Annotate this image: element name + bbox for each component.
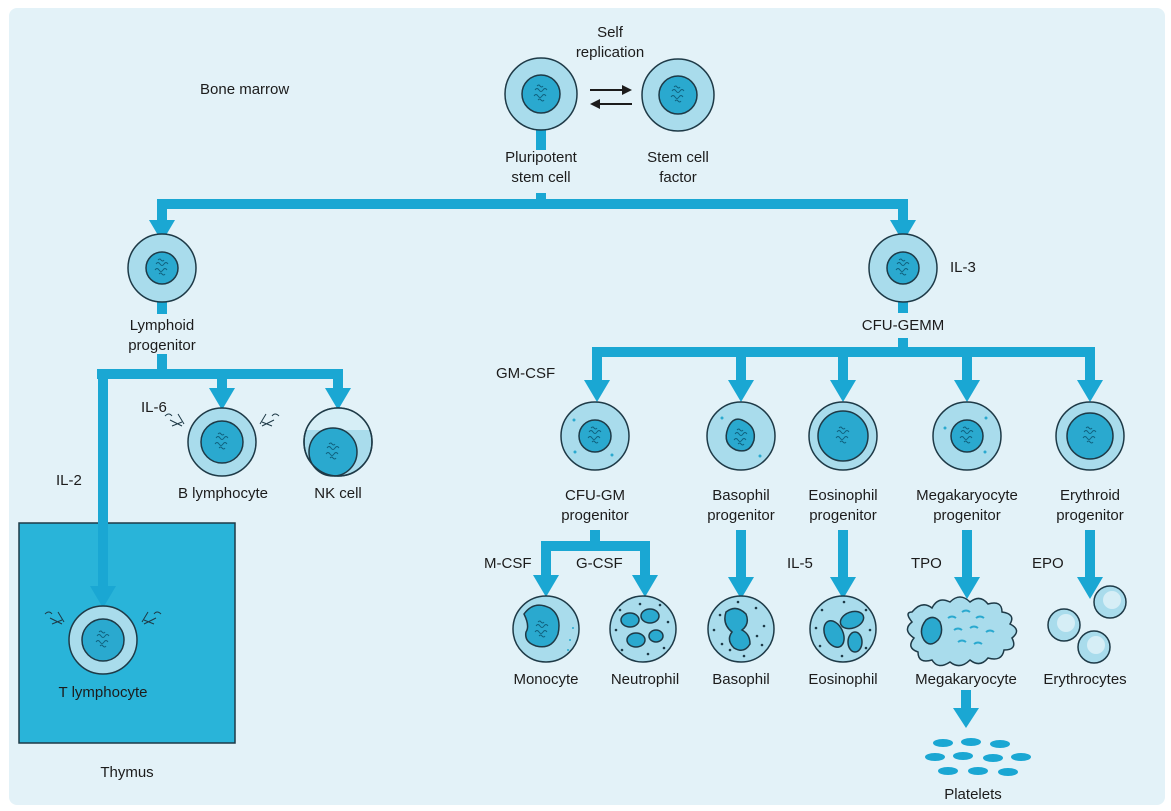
megakaryocyte-progenitor-cell [932, 401, 1002, 471]
cfu-gemm-label: CFU-GEMM [862, 317, 945, 334]
labels: Self replication Pluripotent stem cell S… [56, 24, 1127, 803]
stem-cell-factor-cell [641, 58, 715, 132]
megakaryocyte-label: Megakaryocyte [915, 671, 1017, 688]
pluripotent-label-1: Pluripotent [505, 149, 578, 166]
eosinophil-progenitor-cell [808, 401, 878, 471]
platelets-group [925, 738, 1031, 776]
cfu-gemm-cell [868, 233, 938, 303]
lymphoid-progenitor-cell [127, 233, 197, 303]
eosinophil-cell [809, 595, 877, 663]
self-replication-label-1: Self [597, 24, 624, 41]
cells [44, 57, 1127, 675]
erythrocytes-label: Erythrocytes [1043, 671, 1126, 688]
eosinophil-label: Eosinophil [808, 671, 877, 688]
bone-marrow-label: Bone marrow [200, 81, 289, 98]
erythroid-prog-label-1: Erythroid [1060, 487, 1120, 504]
self-replication-label-2: replication [576, 44, 644, 61]
monocyte-label: Monocyte [513, 671, 578, 688]
epo-label: EPO [1032, 555, 1064, 572]
erythroid-prog-label-2: progenitor [1056, 507, 1124, 524]
eosinophil-prog-label-1: Eosinophil [808, 487, 877, 504]
basophil-prog-label-2: progenitor [707, 507, 775, 524]
platelets-label: Platelets [944, 786, 1002, 803]
nk-cell [303, 407, 373, 477]
m-csf-label: M-CSF [484, 555, 532, 572]
megakaryocyte-prog-label-2: progenitor [933, 507, 1001, 524]
tpo-label: TPO [911, 555, 942, 572]
lymphoid-label-1: Lymphoid [130, 317, 194, 334]
basophil-label: Basophil [712, 671, 770, 688]
stem-factor-label-1: Stem cell [647, 149, 709, 166]
megakaryocyte-prog-label-1: Megakaryocyte [916, 487, 1018, 504]
erythroid-progenitor-cell [1055, 401, 1125, 471]
basophil-prog-label-1: Basophil [712, 487, 770, 504]
nk-cell-label: NK cell [314, 485, 362, 502]
il3-label: IL-3 [950, 259, 976, 276]
stem-factor-label-2: factor [659, 169, 697, 186]
cfu-gm-label-1: CFU-GM [565, 487, 625, 504]
thymus-label: Thymus [100, 764, 153, 781]
t-lymphocyte-cell [44, 605, 162, 675]
basophil-cell [707, 595, 775, 663]
eosinophil-prog-label-2: progenitor [809, 507, 877, 524]
megakaryocyte-cell [906, 596, 1018, 667]
cfu-gm-label-2: progenitor [561, 507, 629, 524]
gm-csf-label: GM-CSF [496, 365, 555, 382]
flow-lines [90, 128, 1103, 728]
basophil-progenitor-cell [706, 401, 776, 471]
il5-label: IL-5 [787, 555, 813, 572]
il2-label: IL-2 [56, 472, 82, 489]
pluripotent-label-2: stem cell [511, 169, 570, 186]
il6-label: IL-6 [141, 399, 167, 416]
neutrophil-label: Neutrophil [611, 671, 679, 688]
b-lymphocyte-label: B lymphocyte [178, 485, 268, 502]
erythrocytes-cells [1047, 585, 1127, 664]
b-lymphocyte-cell [164, 407, 280, 477]
pluripotent-stem-cell [504, 57, 578, 131]
t-lymphocyte-label: T lymphocyte [59, 684, 148, 701]
self-replication-arrows [590, 85, 632, 109]
lymphoid-label-2: progenitor [128, 337, 196, 354]
monocyte-cell [512, 595, 580, 663]
cfu-gm-progenitor-cell [560, 401, 630, 471]
g-csf-label: G-CSF [576, 555, 623, 572]
neutrophil-cell [609, 595, 677, 663]
